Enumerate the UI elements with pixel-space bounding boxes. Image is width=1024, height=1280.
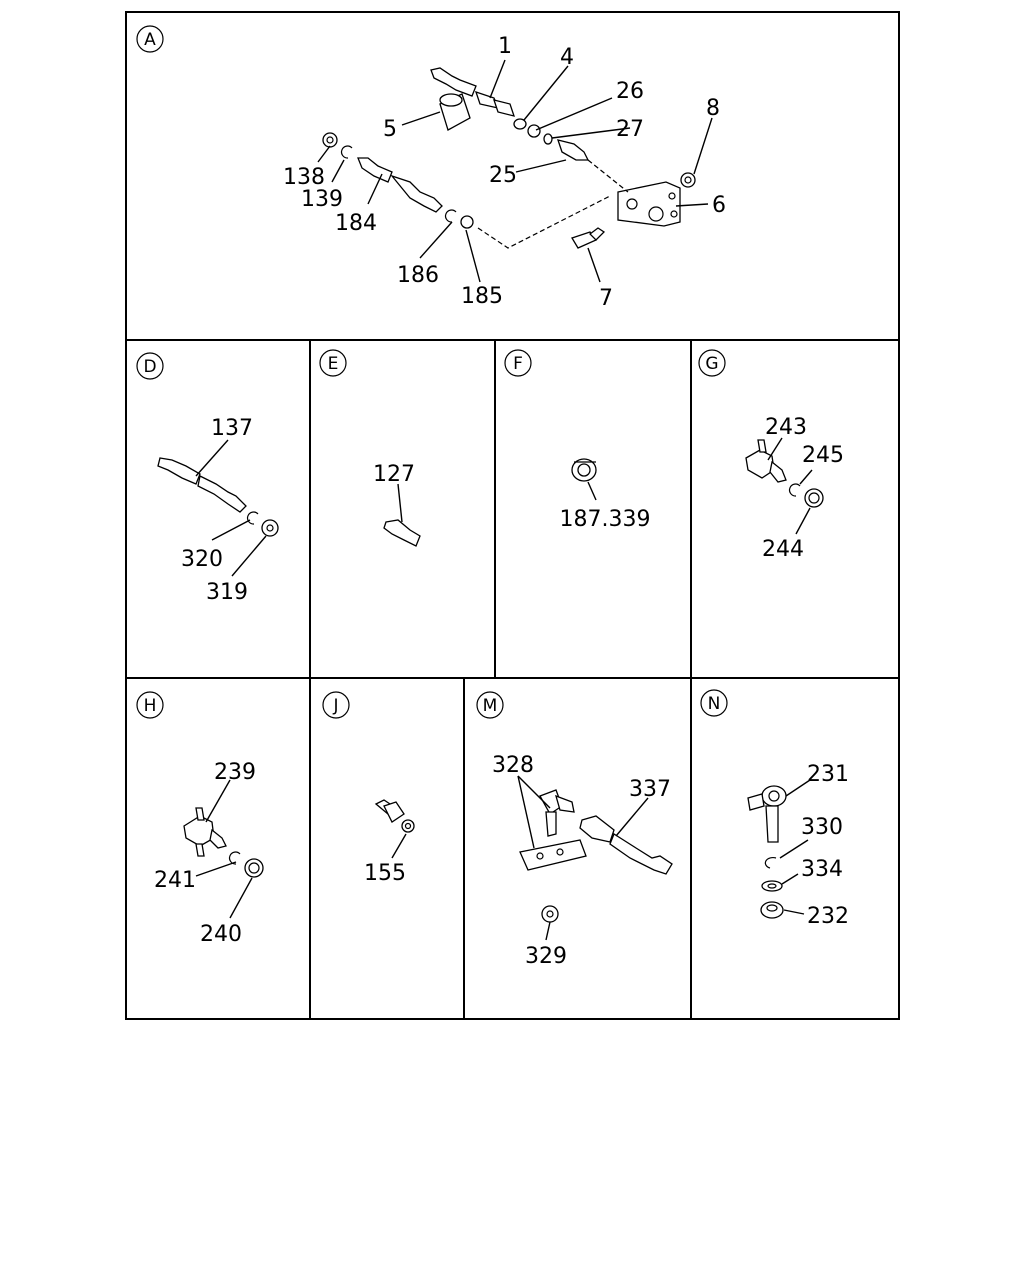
label-7: 7 (599, 286, 613, 311)
label-25: 25 (489, 163, 517, 188)
label-127: 127 (373, 462, 415, 487)
section-m-letter: M (483, 696, 498, 716)
label-155: 155 (364, 861, 406, 886)
section-n-marker: N (700, 689, 728, 717)
label-328: 328 (492, 753, 534, 778)
section-m-marker: M (476, 691, 504, 719)
banjo-fitting-231 (747, 785, 787, 843)
section-e-marker: E (319, 349, 347, 377)
label-138: 138 (283, 165, 325, 190)
label-337: 337 (629, 777, 671, 802)
section-d: D 137 320 319 (136, 352, 279, 605)
section-e-letter: E (328, 354, 339, 374)
section-m: M 328 337 329 (476, 691, 673, 969)
washer-334 (761, 880, 783, 892)
nut-329 (541, 905, 559, 923)
label-244: 244 (762, 537, 804, 562)
nut-319 (261, 519, 279, 537)
tee-fitting-243 (745, 439, 787, 483)
tee-fitting-239 (183, 807, 227, 857)
label-187-339: 187.339 (560, 507, 651, 532)
section-g-marker: G (698, 349, 726, 377)
section-j: J 155 (322, 691, 415, 886)
label-27: 27 (616, 117, 644, 142)
label-1: 1 (498, 34, 512, 59)
section-f-marker: F (504, 349, 532, 377)
grommet (571, 458, 597, 482)
label-231: 231 (807, 762, 849, 787)
label-319: 319 (206, 580, 248, 605)
section-a: A (136, 25, 726, 311)
label-139: 139 (301, 187, 343, 212)
label-329: 329 (525, 944, 567, 969)
bolt-155 (374, 799, 415, 833)
section-f-letter: F (513, 354, 523, 374)
sleeve (439, 93, 471, 131)
label-185: 185 (461, 284, 503, 309)
section-a-letter: A (144, 30, 156, 50)
section-h-marker: H (136, 691, 164, 719)
section-g: G 243 245 244 (698, 349, 844, 562)
label-245: 245 (802, 443, 844, 468)
upper-fitting-assembly (430, 67, 590, 161)
label-239: 239 (214, 760, 256, 785)
section-j-marker: J (322, 691, 350, 719)
label-5: 5 (383, 117, 397, 142)
label-26: 26 (616, 79, 644, 104)
bolt (571, 227, 606, 249)
section-h-letter: H (144, 696, 157, 716)
nut-244 (804, 488, 824, 508)
section-d-letter: D (143, 357, 156, 377)
label-232: 232 (807, 904, 849, 929)
section-a-marker: A (136, 25, 164, 53)
section-g-letter: G (705, 354, 718, 374)
nut (680, 172, 696, 188)
lower-fitting-assembly (322, 132, 474, 229)
section-e: E 127 (319, 349, 421, 547)
section-n-letter: N (708, 694, 721, 714)
plate-328 (519, 839, 587, 871)
nut-232 (760, 901, 784, 919)
label-137: 137 (211, 416, 253, 441)
label-330: 330 (801, 815, 843, 840)
section-h: H 239 241 240 (136, 691, 264, 947)
label-184: 184 (335, 211, 377, 236)
fitting-127 (383, 519, 421, 547)
label-243: 243 (765, 415, 807, 440)
label-186: 186 (397, 263, 439, 288)
bracket (617, 181, 681, 227)
section-f: F 187.339 (504, 349, 651, 532)
label-334: 334 (801, 857, 843, 882)
label-6: 6 (712, 193, 726, 218)
leader-lines-a (317, 59, 713, 283)
label-4: 4 (560, 45, 574, 70)
label-241: 241 (154, 868, 196, 893)
section-n: N 231 330 334 232 (700, 689, 849, 929)
nut-240 (244, 858, 264, 878)
label-8: 8 (706, 96, 720, 121)
label-320: 320 (181, 547, 223, 572)
elbow-fitting-328 (539, 789, 575, 837)
label-240: 240 (200, 922, 242, 947)
section-j-letter: J (332, 696, 338, 716)
fitting-137 (157, 457, 247, 513)
fitting-337 (579, 815, 673, 875)
section-d-marker: D (136, 352, 164, 380)
panel-grid (125, 11, 900, 1020)
